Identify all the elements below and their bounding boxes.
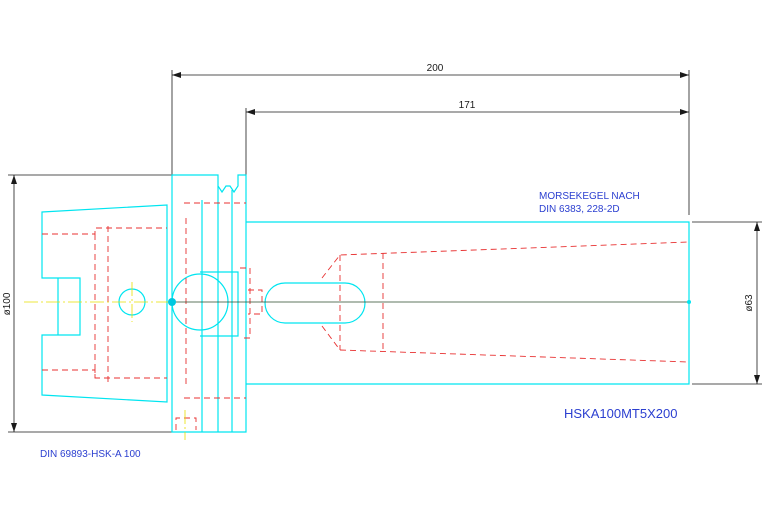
dim-shank-diameter: ø63 [744, 294, 755, 312]
dimension-lines [8, 70, 762, 433]
dim-flange-diameter: ø100 [2, 292, 13, 315]
hidden-lines [42, 202, 690, 430]
centerline [24, 282, 186, 440]
dim-overall-length: 200 [427, 63, 444, 74]
part-code: HSKA100MT5X200 [564, 406, 677, 421]
taper-note-line2: DIN 6383, 228-2D [539, 204, 620, 215]
taper-note-line1: MORSEKEGEL NACH [539, 191, 640, 202]
axis-origin-marker [168, 298, 176, 306]
dim-shank-length: 171 [459, 100, 476, 111]
standard-reference: DIN 69893-HSK-A 100 [40, 449, 141, 460]
axis-end-marker [687, 300, 691, 304]
dimension-arrows [11, 72, 760, 432]
